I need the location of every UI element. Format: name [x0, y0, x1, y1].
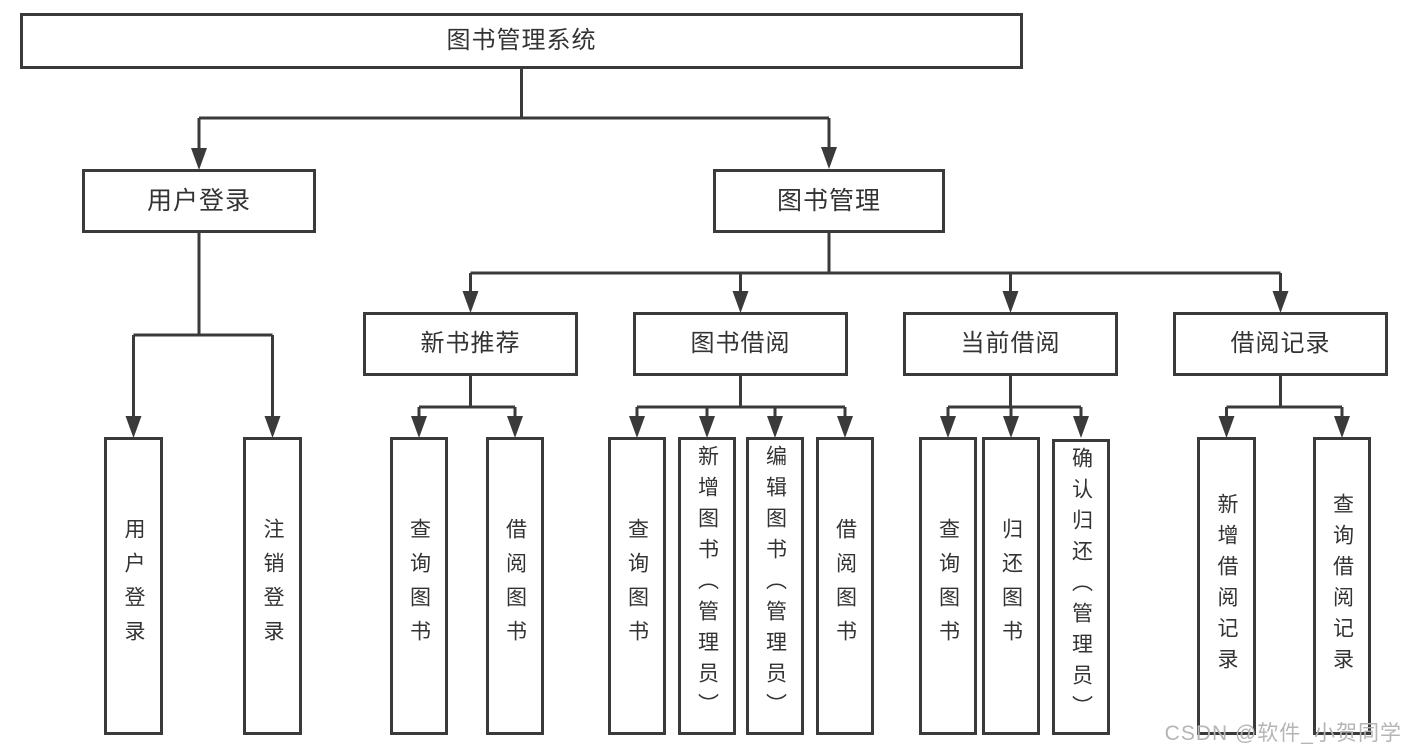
leaf-edit-book-admin: 编辑图书（管理员）	[746, 437, 804, 735]
node-label: 借阅记录	[1230, 330, 1331, 357]
node-current-borrowing: 当前借阅	[903, 312, 1118, 376]
leaf-query-books-current: 查询图书	[919, 437, 977, 735]
node-label: 用户登录	[146, 186, 251, 215]
leaf-label: 新增借阅记录	[1215, 493, 1238, 679]
leaf-user-login: 用户登录	[104, 437, 163, 735]
leaf-label: 确认归还（管理员）	[1069, 447, 1093, 726]
leaf-label: 新增图书（管理员）	[695, 445, 719, 724]
leaf-return-book: 归还图书	[982, 437, 1040, 735]
node-label: 图书借阅	[690, 330, 791, 357]
leaf-borrow-books-recommend: 借阅图书	[486, 437, 544, 735]
leaf-label: 查询借阅记录	[1330, 493, 1354, 679]
leaf-add-borrow-record: 新增借阅记录	[1197, 437, 1256, 735]
leaf-borrow-books-borrowing: 借阅图书	[816, 437, 874, 735]
node-book-borrowing: 图书借阅	[633, 312, 848, 376]
leaf-add-book-admin: 新增图书（管理员）	[678, 437, 736, 735]
node-new-book-recommend: 新书推荐	[363, 312, 578, 376]
leaf-label: 编辑图书（管理员）	[763, 445, 787, 724]
leaf-confirm-return-admin: 确认归还（管理员）	[1052, 439, 1110, 735]
node-library-management-system: 图书管理系统	[20, 13, 1023, 69]
node-user-login: 用户登录	[82, 169, 316, 233]
leaf-query-borrow-record: 查询借阅记录	[1313, 437, 1371, 735]
node-book-management: 图书管理	[713, 169, 945, 233]
node-label: 新书推荐	[420, 330, 521, 357]
csdn-watermark: CSDN @软件_小贺同学	[1164, 722, 1402, 745]
leaf-label: 查询图书	[625, 518, 649, 654]
node-label: 当前借阅	[960, 330, 1061, 357]
leaf-label: 借阅图书	[503, 518, 527, 654]
leaf-label: 归还图书	[999, 518, 1023, 654]
leaf-query-books-borrowing: 查询图书	[608, 437, 666, 735]
leaf-label: 查询图书	[407, 518, 431, 654]
leaf-label: 查询图书	[936, 518, 960, 654]
leaf-label: 借阅图书	[833, 518, 857, 654]
leaf-logout: 注销登录	[243, 437, 302, 735]
leaf-query-books-recommend: 查询图书	[390, 437, 448, 735]
node-label: 图书管理	[776, 186, 881, 215]
leaf-label: 注销登录	[261, 518, 284, 654]
node-label: 图书管理系统	[446, 27, 597, 54]
leaf-label: 用户登录	[122, 518, 145, 654]
node-borrowing-records: 借阅记录	[1173, 312, 1388, 376]
